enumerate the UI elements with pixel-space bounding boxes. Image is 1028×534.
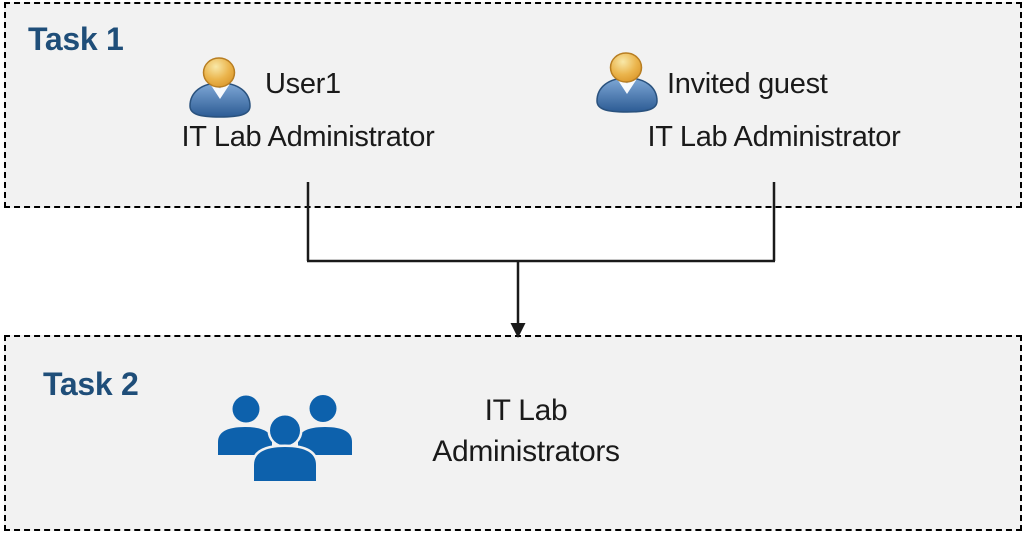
person-icon: [189, 57, 251, 118]
people-group-icon: [218, 395, 352, 484]
member-role: IT Lab Administrator: [181, 121, 435, 153]
group-name: IT Lab Administrators: [432, 394, 620, 468]
member-invited-guest: Invited guest IT Lab Administrator: [580, 50, 968, 160]
member-name: User1: [265, 68, 341, 100]
task2-box: Task 2 IT Lab Administrators: [4, 335, 1022, 531]
member-user1: User1 IT Lab Administrator: [114, 50, 502, 160]
member-role: IT Lab Administrator: [647, 121, 901, 153]
task1-label: Task 1: [28, 21, 124, 57]
person-icon: [596, 52, 658, 113]
task2-label: Task 2: [43, 366, 139, 402]
task1-box: Task 1 User1 IT Lab Administrator Invite…: [4, 2, 1022, 208]
member-name: Invited guest: [667, 68, 828, 100]
